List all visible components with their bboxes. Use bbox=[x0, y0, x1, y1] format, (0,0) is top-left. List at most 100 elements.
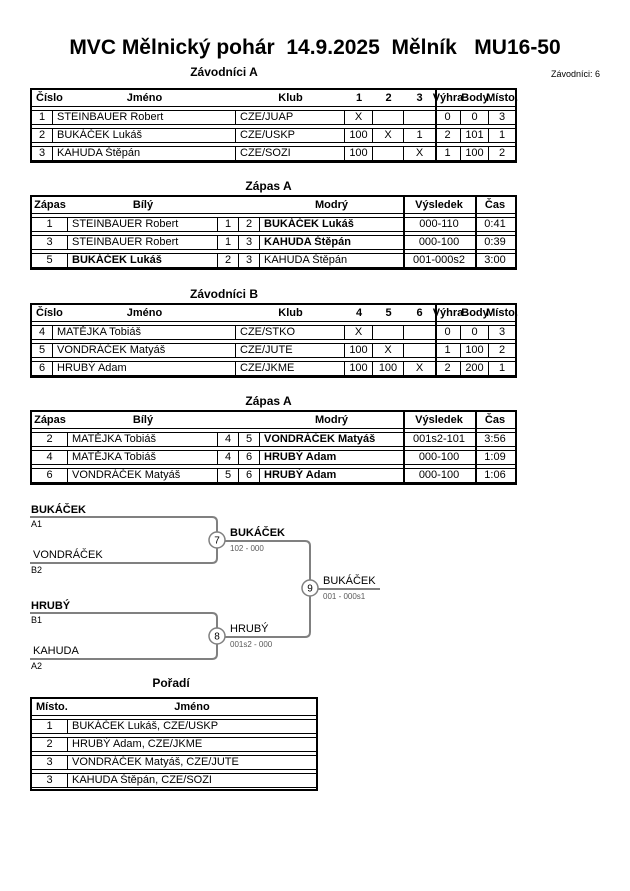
cell-place: 1 bbox=[498, 362, 506, 374]
bracket-winner: BUKÁČEK bbox=[230, 527, 285, 539]
cell-vs2: 100 bbox=[373, 362, 404, 375]
column-header: Modrý bbox=[315, 198, 348, 211]
cell-points: 100 bbox=[461, 344, 489, 357]
cell-number: 2 bbox=[32, 129, 53, 142]
table-row: 3 KAHUDA Štěpán CZE/SOZI 100 X 1 100 2 bbox=[32, 146, 515, 161]
column-header: Body bbox=[461, 91, 489, 104]
cell-white-no: 2 bbox=[218, 254, 239, 267]
cell-number: 4 bbox=[32, 326, 53, 339]
cell-vs3: 1 bbox=[416, 129, 423, 141]
table-row: 5 BUKÁČEK Lukáš 2 3 KAHUDA Štěpán 001-00… bbox=[32, 253, 515, 268]
table-row: 2 BUKÁČEK Lukáš CZE/USKP 100 X 1 2 101 1 bbox=[32, 128, 515, 143]
table-row: 3 KAHUDA Štěpán, CZE/SOZI bbox=[32, 773, 316, 788]
bracket-line bbox=[30, 548, 218, 564]
cell-club: CZE/JUTE bbox=[236, 344, 345, 357]
match-number-badge bbox=[208, 627, 226, 645]
cell-place: 2 bbox=[32, 738, 68, 751]
cell-vs1: 100 bbox=[345, 344, 373, 357]
cell-match-no: 2 bbox=[32, 433, 68, 446]
bracket-score: 001s2 - 000 bbox=[230, 640, 273, 649]
table-row: 1 BUKÁČEK Lukáš, CZE/USKP bbox=[32, 719, 316, 734]
cell-name: HRUBÝ Adam, CZE/JKME bbox=[72, 738, 203, 750]
group-b-table: Číslo Jméno Klub 4 5 6 Výhra Body Místo.… bbox=[30, 303, 518, 378]
time-separator-line bbox=[475, 197, 477, 268]
column-header: Zápas bbox=[34, 413, 66, 426]
table-header-row: Zápas Bílý Modrý Výsledek Čas bbox=[32, 197, 515, 214]
cell-white: BUKÁČEK Lukáš bbox=[68, 254, 218, 267]
cell-vs2 bbox=[373, 147, 404, 160]
bracket-seed: A1 bbox=[31, 519, 43, 529]
matches-a1-title: Zápas A bbox=[245, 179, 292, 193]
cell-white: MATĚJKA Tobiáš bbox=[68, 433, 218, 446]
cell-wins: 1 bbox=[435, 344, 461, 357]
ranking-table: Místo. Jméno 1 BUKÁČEK Lukáš, CZE/USKP 2… bbox=[30, 697, 318, 791]
ranking-title: Pořadí bbox=[152, 676, 190, 690]
cell-vs3 bbox=[404, 326, 435, 339]
cell-place: 1 bbox=[32, 720, 68, 733]
cell-vs1: 100 bbox=[345, 362, 373, 375]
match-number-badge bbox=[208, 531, 226, 549]
cell-number: 5 bbox=[32, 344, 53, 357]
table-row: 3 STEINBAUER Robert 1 3 KAHUDA Štěpán 00… bbox=[32, 235, 515, 250]
table-row: 1 STEINBAUER Robert CZE/JUAP X 0 0 3 bbox=[32, 110, 515, 125]
cell-white-no: 1 bbox=[218, 236, 239, 249]
cell-white-no: 1 bbox=[218, 218, 239, 231]
match-number: 8 bbox=[214, 632, 220, 643]
cell-club: CZE/USKP bbox=[236, 129, 345, 142]
cell-vs3 bbox=[404, 111, 435, 124]
cell-number: 3 bbox=[32, 147, 53, 160]
cell-club: CZE/JUAP bbox=[236, 111, 345, 124]
column-header: Výsledek bbox=[415, 413, 463, 426]
bracket-champion: BUKÁČEK bbox=[323, 575, 376, 587]
bracket-diagram: 7 8 9 bbox=[30, 516, 380, 660]
cell-match-no: 5 bbox=[32, 254, 68, 267]
bracket-line bbox=[30, 516, 218, 532]
cell-white-no: 4 bbox=[218, 433, 239, 446]
table-row: 5 VONDRÁČEK Matyáš CZE/JUTE 100 X 1 100 … bbox=[32, 343, 515, 358]
cell-vs3: X bbox=[415, 147, 424, 159]
column-header: 2 bbox=[385, 91, 392, 104]
cell-vs2: X bbox=[373, 129, 404, 142]
cell-blue-no: 3 bbox=[239, 236, 260, 249]
result-separator-line bbox=[403, 197, 405, 268]
bracket-player: BUKÁČEK bbox=[31, 504, 86, 516]
cell-club: CZE/SOZI bbox=[236, 147, 345, 160]
bracket-winner: HRUBÝ bbox=[230, 623, 269, 635]
cell-wins: 1 bbox=[435, 147, 461, 160]
cell-result: 000-100 bbox=[418, 451, 460, 463]
cell-blue: KAHUDA Štěpán bbox=[264, 254, 348, 266]
result-separator-line bbox=[403, 412, 405, 483]
cell-number: 1 bbox=[32, 111, 53, 124]
matches-a1-table: Zápas Bílý Modrý Výsledek Čas 1 STEINBAU… bbox=[30, 195, 517, 270]
column-header: Klub bbox=[278, 306, 303, 319]
column-header: Místo. bbox=[486, 91, 518, 104]
table-row: 1 STEINBAUER Robert 1 2 BUKÁČEK Lukáš 00… bbox=[32, 217, 515, 232]
bracket-seed: B2 bbox=[31, 565, 43, 575]
match-number: 9 bbox=[307, 584, 313, 595]
cell-blue: HRUBÝ Adam bbox=[264, 469, 337, 481]
cell-points: 0 bbox=[461, 326, 489, 339]
cell-place: 3 bbox=[498, 111, 506, 123]
cell-blue-no: 6 bbox=[239, 469, 260, 482]
cell-club: CZE/STKO bbox=[236, 326, 345, 339]
cell-club: CZE/JKME bbox=[236, 362, 345, 375]
cell-white: MATĚJKA Tobiáš bbox=[68, 451, 218, 464]
group-separator-line bbox=[435, 90, 437, 161]
column-header: Jméno bbox=[174, 700, 210, 713]
matches-a2-title: Zápas A bbox=[245, 394, 292, 408]
bracket-player: VONDRÁČEK bbox=[33, 549, 103, 561]
cell-place: 3 bbox=[32, 774, 68, 787]
bracket-seed: A2 bbox=[31, 661, 43, 671]
cell-blue-no: 2 bbox=[239, 218, 260, 231]
cell-time: 1:09 bbox=[484, 451, 506, 463]
column-header: Výhra bbox=[432, 306, 464, 319]
column-header: Bílý bbox=[132, 413, 154, 426]
column-header: Čas bbox=[484, 198, 506, 211]
cell-result: 000-100 bbox=[418, 469, 460, 481]
cell-blue: VONDRÁČEK Matyáš bbox=[264, 433, 376, 445]
cell-vs1: 100 bbox=[345, 129, 373, 142]
time-separator-line bbox=[475, 412, 477, 483]
column-header: 5 bbox=[385, 306, 392, 319]
bracket-player: HRUBÝ bbox=[31, 600, 71, 612]
